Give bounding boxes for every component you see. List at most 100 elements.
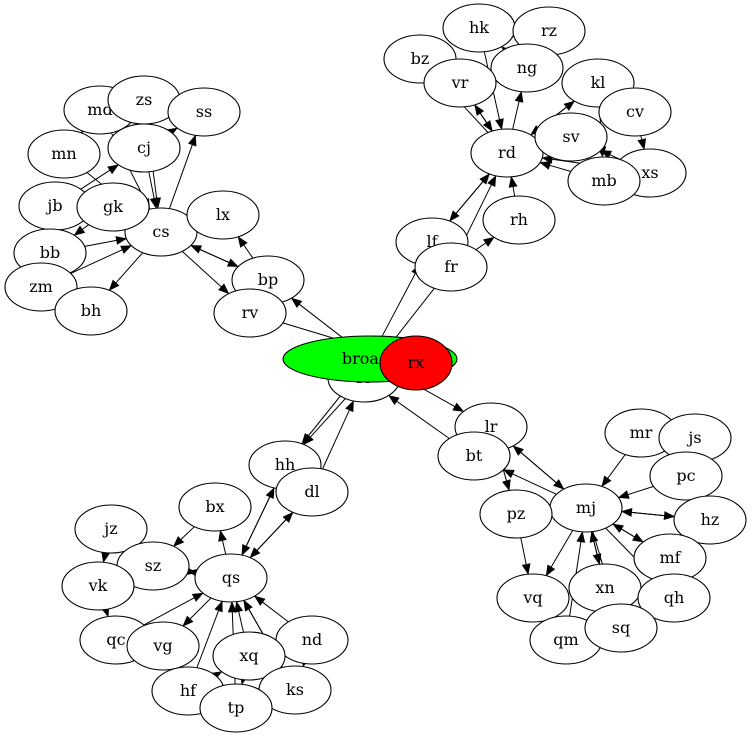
arrowhead-icon bbox=[191, 592, 204, 602]
node-mr[interactable]: mr bbox=[604, 408, 678, 458]
edge-broadc-to-bp bbox=[290, 297, 343, 338]
node-xq[interactable]: xq bbox=[212, 631, 286, 681]
node-rv[interactable]: rv bbox=[213, 288, 287, 338]
node-label: mr bbox=[630, 423, 653, 442]
node-label: bx bbox=[205, 497, 224, 516]
node-qh[interactable]: qh bbox=[637, 573, 711, 623]
arrowhead-icon bbox=[482, 236, 495, 247]
node-pc[interactable]: pc bbox=[649, 451, 723, 501]
node-vg[interactable]: vg bbox=[126, 621, 200, 671]
node-rx[interactable]: rx bbox=[379, 335, 453, 391]
node-ellipse bbox=[212, 631, 286, 681]
edge-line bbox=[396, 400, 450, 439]
node-label: hz bbox=[701, 510, 720, 529]
node-jz[interactable]: jz bbox=[74, 504, 148, 554]
node-label: rh bbox=[510, 210, 528, 229]
node-rd[interactable]: rd bbox=[470, 128, 544, 178]
node-ng[interactable]: ng bbox=[490, 43, 564, 93]
arrowhead-icon bbox=[502, 479, 511, 492]
node-qm[interactable]: qm bbox=[529, 615, 603, 665]
node-bx[interactable]: bx bbox=[178, 482, 252, 532]
node-rh[interactable]: rh bbox=[482, 195, 556, 245]
edge-line bbox=[607, 454, 626, 479]
edge-dl-to-rs bbox=[322, 400, 354, 470]
node-label: hk bbox=[469, 18, 489, 37]
node-hk[interactable]: hk bbox=[442, 3, 516, 53]
edge-qs-to-vg bbox=[182, 597, 212, 627]
arrowhead-icon bbox=[253, 595, 266, 606]
edge-line bbox=[627, 485, 654, 496]
node-label: vg bbox=[152, 636, 172, 655]
node-sv[interactable]: sv bbox=[534, 112, 608, 162]
arrowhead-icon bbox=[218, 283, 230, 295]
arrowhead-icon bbox=[115, 236, 128, 245]
node-hz[interactable]: hz bbox=[673, 495, 747, 545]
node-ellipse bbox=[496, 573, 570, 623]
node-bt[interactable]: bt bbox=[437, 431, 511, 481]
arrowhead-icon bbox=[149, 197, 159, 209]
arrowhead-icon bbox=[487, 175, 497, 187]
node-ellipse bbox=[584, 603, 658, 653]
arrowhead-icon bbox=[107, 164, 119, 175]
edge-line bbox=[512, 101, 520, 130]
arrowhead-icon bbox=[521, 563, 531, 575]
node-ellipse bbox=[470, 128, 544, 178]
node-label: ks bbox=[286, 680, 304, 699]
node-bh[interactable]: bh bbox=[54, 286, 128, 336]
edge-line bbox=[241, 496, 271, 556]
node-label: qm bbox=[553, 630, 578, 649]
node-cj[interactable]: cj bbox=[107, 123, 181, 173]
node-label: kl bbox=[591, 73, 606, 92]
node-nd[interactable]: nd bbox=[275, 615, 349, 665]
node-label: bp bbox=[258, 270, 278, 289]
edge-line bbox=[196, 610, 220, 668]
node-qs[interactable]: qs bbox=[194, 553, 268, 603]
edge-rd-to-lf bbox=[449, 173, 490, 222]
node-label: tp bbox=[228, 698, 245, 717]
edge-line bbox=[520, 537, 527, 565]
arrowhead-icon bbox=[449, 210, 460, 222]
node-cv[interactable]: cv bbox=[598, 87, 672, 137]
node-dl[interactable]: dl bbox=[275, 467, 349, 517]
arrowhead-icon bbox=[599, 150, 612, 159]
node-ks[interactable]: ks bbox=[258, 665, 332, 715]
node-vq[interactable]: vq bbox=[496, 573, 570, 623]
arrowhead-icon bbox=[512, 445, 524, 456]
node-pz[interactable]: pz bbox=[479, 489, 553, 539]
edge-line bbox=[512, 186, 516, 197]
node-label: bt bbox=[466, 446, 483, 465]
edge-hz-to-mj bbox=[620, 507, 675, 518]
edge-line bbox=[310, 398, 346, 438]
arrowhead-icon bbox=[601, 475, 612, 488]
edge-line bbox=[550, 530, 574, 568]
node-label: js bbox=[686, 428, 701, 447]
arrowhead-icon bbox=[495, 118, 504, 131]
node-sq[interactable]: sq bbox=[584, 603, 658, 653]
node-label: zs bbox=[136, 90, 153, 109]
node-label: xs bbox=[641, 163, 658, 182]
edge-qs-to-hh bbox=[241, 487, 275, 556]
node-mn[interactable]: mn bbox=[27, 129, 101, 179]
node-mb[interactable]: mb bbox=[567, 156, 641, 206]
arrowhead-icon bbox=[173, 536, 185, 547]
node-ss[interactable]: ss bbox=[167, 87, 241, 137]
arrowhead-icon bbox=[345, 400, 354, 413]
node-mj[interactable]: mj bbox=[549, 483, 623, 533]
arrowhead-icon bbox=[218, 529, 227, 542]
edge-bb-to-cs bbox=[84, 236, 128, 247]
node-ellipse bbox=[167, 87, 241, 137]
edge-cs-to-rv bbox=[181, 251, 230, 295]
node-rz[interactable]: rz bbox=[512, 6, 586, 56]
node-vr[interactable]: vr bbox=[423, 58, 497, 108]
node-vk[interactable]: vk bbox=[61, 561, 135, 611]
edge-hf-to-qs bbox=[196, 600, 223, 668]
edge-rd-to-ng bbox=[512, 90, 524, 130]
node-lx[interactable]: lx bbox=[186, 190, 260, 240]
arrowhead-icon bbox=[541, 155, 554, 164]
node-fr[interactable]: fr bbox=[414, 242, 488, 292]
edge-zm-to-cs bbox=[70, 245, 133, 274]
node-ellipse bbox=[637, 573, 711, 623]
node-gk[interactable]: gk bbox=[76, 182, 150, 232]
node-tp[interactable]: tp bbox=[199, 683, 273, 733]
